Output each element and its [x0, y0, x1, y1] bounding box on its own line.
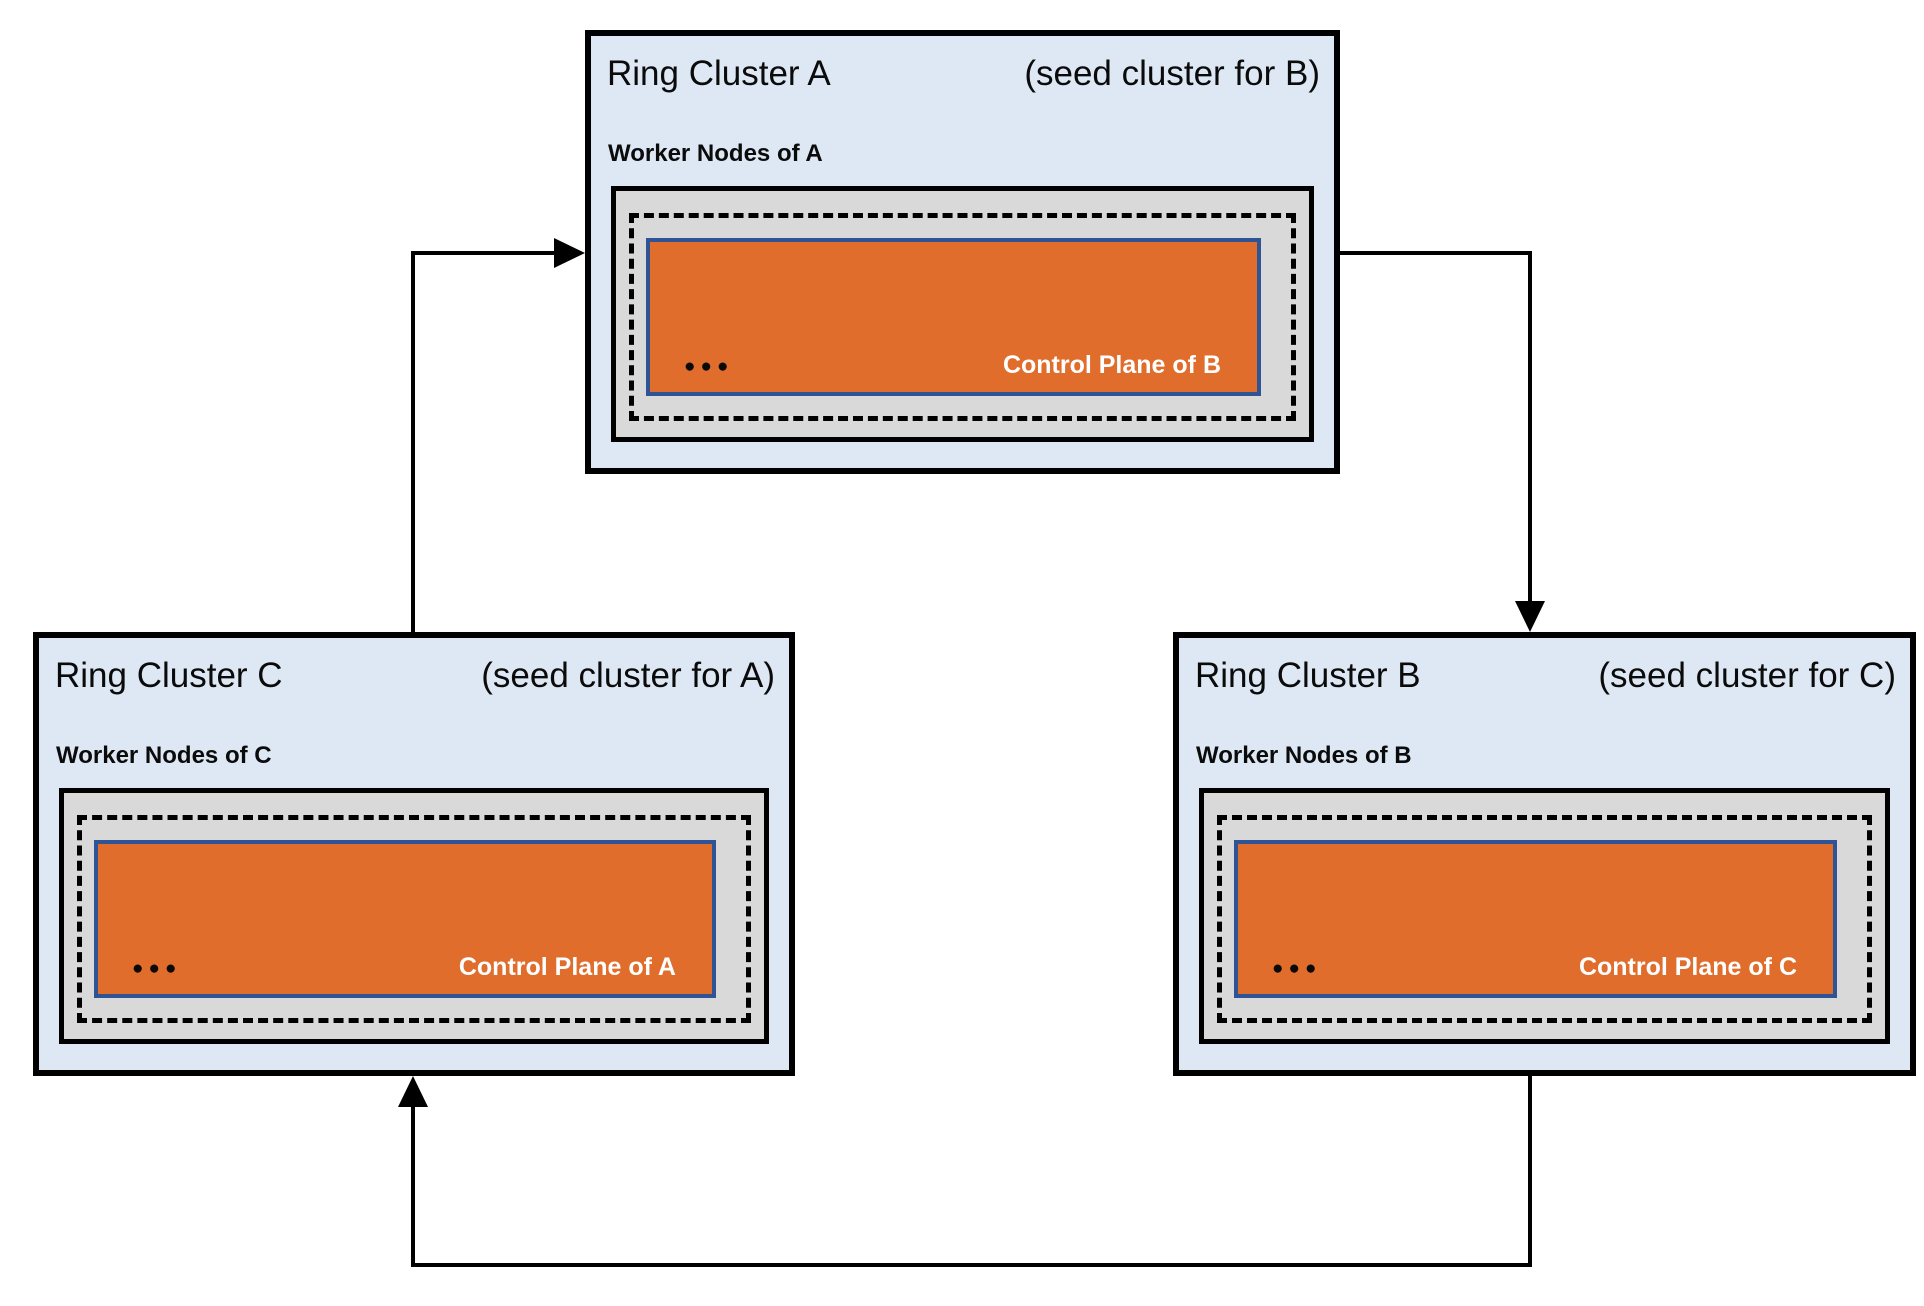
cluster-c-worker-nodes-box: ●●● Control Plane of A [59, 788, 769, 1044]
cluster-c-seed-note: (seed cluster for A) [481, 656, 775, 695]
cluster-a-seed-note: (seed cluster for B) [1024, 54, 1320, 93]
cluster-c-worker-nodes-label: Worker Nodes of C [56, 742, 272, 769]
arrowhead-right-icon [554, 238, 585, 268]
cluster-c-title: Ring Cluster C [55, 656, 283, 695]
cluster-a-dashed-boundary: ●●● Control Plane of B [629, 213, 1296, 421]
cluster-a-worker-nodes-label: Worker Nodes of A [608, 140, 823, 167]
ellipsis-dots: ●●● [1272, 958, 1322, 979]
cluster-a-hosted-control-plane-box: ●●● Control Plane of B [646, 238, 1261, 396]
arrow-b-to-c [398, 1076, 1532, 1267]
arrow-c-to-a [411, 238, 585, 632]
arrowhead-up-icon [398, 1076, 428, 1107]
cluster-b: Ring Cluster B (seed cluster for C) Work… [1173, 632, 1916, 1076]
cluster-c-control-plane-label: Control Plane of A [458, 952, 676, 981]
cluster-b-seed-note: (seed cluster for C) [1598, 656, 1896, 695]
cluster-c: Ring Cluster C (seed cluster for A) Work… [33, 632, 795, 1076]
cluster-b-title-row: Ring Cluster B (seed cluster for C) [1195, 656, 1896, 696]
cluster-b-title: Ring Cluster B [1195, 656, 1421, 695]
cluster-c-dashed-boundary: ●●● Control Plane of A [77, 815, 751, 1023]
cluster-a-worker-nodes-box: ●●● Control Plane of B [611, 186, 1314, 442]
cluster-a-title-row: Ring Cluster A (seed cluster for B) [607, 54, 1320, 94]
cluster-b-hosted-control-plane-box: ●●● Control Plane of C [1234, 840, 1837, 998]
ellipsis-dots: ●●● [132, 958, 182, 979]
arrowhead-down-icon [1515, 601, 1545, 632]
cluster-a: Ring Cluster A (seed cluster for B) Work… [585, 30, 1340, 474]
cluster-a-control-plane-label: Control Plane of B [1002, 350, 1221, 379]
cluster-b-control-plane-label: Control Plane of C [1578, 952, 1797, 981]
cluster-b-worker-nodes-box: ●●● Control Plane of C [1199, 788, 1890, 1044]
cluster-b-worker-nodes-label: Worker Nodes of B [1196, 742, 1412, 769]
cluster-c-hosted-control-plane-box: ●●● Control Plane of A [94, 840, 716, 998]
cluster-b-dashed-boundary: ●●● Control Plane of C [1217, 815, 1872, 1023]
ellipsis-dots: ●●● [684, 356, 734, 377]
cluster-c-title-row: Ring Cluster C (seed cluster for A) [55, 656, 775, 696]
arrow-a-to-b [1340, 251, 1545, 632]
cluster-a-title: Ring Cluster A [607, 54, 831, 93]
